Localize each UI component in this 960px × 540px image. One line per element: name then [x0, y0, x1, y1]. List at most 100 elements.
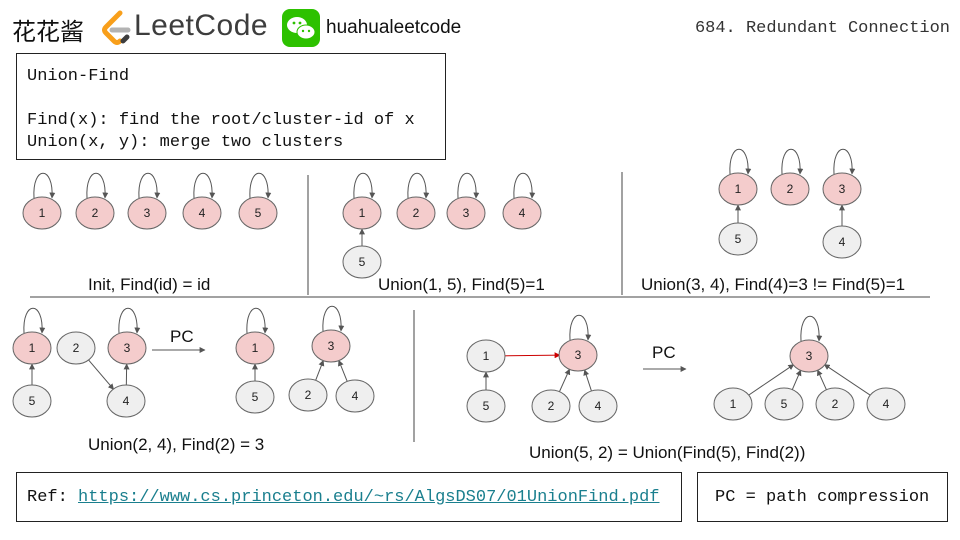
self-loop-edge — [457, 172, 480, 199]
self-loop-edge — [193, 172, 216, 199]
self-loop-edge — [322, 305, 345, 332]
union-find-title: Union-Find — [27, 67, 130, 86]
reference-link[interactable]: https://www.cs.princeton.edu/~rs/AlgsDS0… — [78, 488, 660, 507]
graph-node-circle — [764, 387, 804, 421]
graph-node-label: 5 — [29, 394, 36, 408]
graph-node: 3 — [558, 338, 598, 372]
graph-node: 4 — [578, 389, 618, 423]
graph-node: 4 — [106, 384, 146, 418]
graph-node: 2 — [770, 172, 810, 206]
graph-node-label: 3 — [575, 348, 582, 362]
graph-node-label: 2 — [787, 182, 794, 196]
self-loop-edge — [246, 307, 269, 334]
graph-node-circle — [127, 196, 167, 230]
caption-init: Init, Find(id) = id — [88, 275, 210, 294]
graph-node-label: 5 — [252, 390, 259, 404]
graph-node-label: 2 — [832, 397, 839, 411]
parent-edge — [823, 364, 872, 397]
graph-node: 5 — [238, 196, 278, 230]
graph-node: 2 — [56, 331, 96, 365]
graph-node-label: 4 — [352, 389, 359, 403]
highlighted-union-edge — [502, 352, 561, 359]
graph-node-circle — [396, 196, 436, 230]
caption-union-1-5: Union(1, 5), Find(5)=1 — [378, 275, 545, 294]
graph-node-circle — [558, 338, 598, 372]
pc-label: PC — [652, 343, 676, 362]
self-loop-edge — [23, 307, 46, 334]
graph-node-label: 1 — [735, 182, 742, 196]
graph-node-circle — [75, 196, 115, 230]
graph-node-label: 3 — [124, 341, 131, 355]
graph-node: 4 — [822, 225, 862, 259]
leetcode-wordmark: LeetCode — [134, 9, 269, 42]
graph-node-circle — [106, 384, 146, 418]
graph-node: 1 — [718, 172, 758, 206]
leetcode-logo-icon — [102, 10, 131, 45]
graph-node-label: 1 — [39, 206, 46, 220]
graph-node: 5 — [466, 389, 506, 423]
graph-node-circle — [107, 331, 147, 365]
graph-node: 3 — [107, 331, 147, 365]
graph-node-circle — [815, 387, 855, 421]
graph-node-label: 3 — [839, 182, 846, 196]
graph-node-label: 2 — [548, 399, 555, 413]
graph-node-circle — [238, 196, 278, 230]
pc-label: PC — [170, 327, 194, 346]
graph-node-label: 2 — [413, 206, 420, 220]
self-loop-edge — [407, 172, 430, 199]
graph-node-label: 4 — [595, 399, 602, 413]
graph-node-label: 1 — [252, 341, 259, 355]
reference-box: Ref: https://www.cs.princeton.edu/~rs/Al… — [16, 472, 682, 522]
find-definition: Find(x): find the root/cluster-id of x — [27, 111, 415, 130]
graph-node: 2 — [531, 389, 571, 423]
graph-node-label: 5 — [735, 232, 742, 246]
graph-node: 2 — [815, 387, 855, 421]
graph-node: 1 — [235, 331, 275, 365]
graph-node-circle — [342, 196, 382, 230]
graph-node-label: 5 — [483, 399, 490, 413]
graph-node: 2 — [288, 378, 328, 412]
self-loop-edge — [729, 148, 752, 175]
graph-node-circle — [342, 245, 382, 279]
graph-node-circle — [718, 222, 758, 256]
graph-node-circle — [12, 331, 52, 365]
graph-node-circle — [235, 331, 275, 365]
graph-node: 4 — [502, 196, 542, 230]
graph-node: 2 — [396, 196, 436, 230]
self-loop-edge — [800, 315, 823, 342]
graph-node-circle — [866, 387, 906, 421]
graph-node: 1 — [466, 339, 506, 373]
caption-union-3-4: Union(3, 4), Find(4)=3 != Find(5)=1 — [641, 275, 905, 294]
union-definition: Union(x, y): merge two clusters — [27, 133, 344, 152]
caption-union-2-4: Union(2, 4), Find(2) = 3 — [88, 435, 264, 454]
graph-node-label: 1 — [29, 341, 36, 355]
graph-node: 1 — [713, 387, 753, 421]
graph-node-label: 1 — [730, 397, 737, 411]
parent-edge — [817, 369, 828, 392]
graph-node: 5 — [718, 222, 758, 256]
graph-node-label: 3 — [806, 349, 813, 363]
parent-edge — [558, 368, 571, 393]
graph-node: 3 — [311, 329, 351, 363]
graph-node-label: 4 — [519, 206, 526, 220]
graph-node: 1 — [342, 196, 382, 230]
parent-edge — [583, 369, 593, 393]
graph-node-label: 1 — [359, 206, 366, 220]
graph-node-circle — [288, 378, 328, 412]
self-loop-edge — [353, 172, 376, 199]
graph-node-label: 4 — [839, 235, 846, 249]
graph-node-label: 4 — [123, 394, 130, 408]
parent-edge — [791, 369, 802, 391]
graph-node-circle — [770, 172, 810, 206]
graph-node-circle — [311, 329, 351, 363]
graph-node: 4 — [182, 196, 222, 230]
self-loop-edge — [513, 172, 536, 199]
graph-node-label: 1 — [483, 349, 490, 363]
wechat-id: huahualeetcode — [326, 17, 462, 38]
graph-node: 1 — [22, 196, 62, 230]
graph-node-label: 2 — [305, 388, 312, 402]
graph-node: 5 — [342, 245, 382, 279]
graph-node-circle — [235, 380, 275, 414]
graph-node: 4 — [335, 379, 375, 413]
graph-node-circle — [502, 196, 542, 230]
